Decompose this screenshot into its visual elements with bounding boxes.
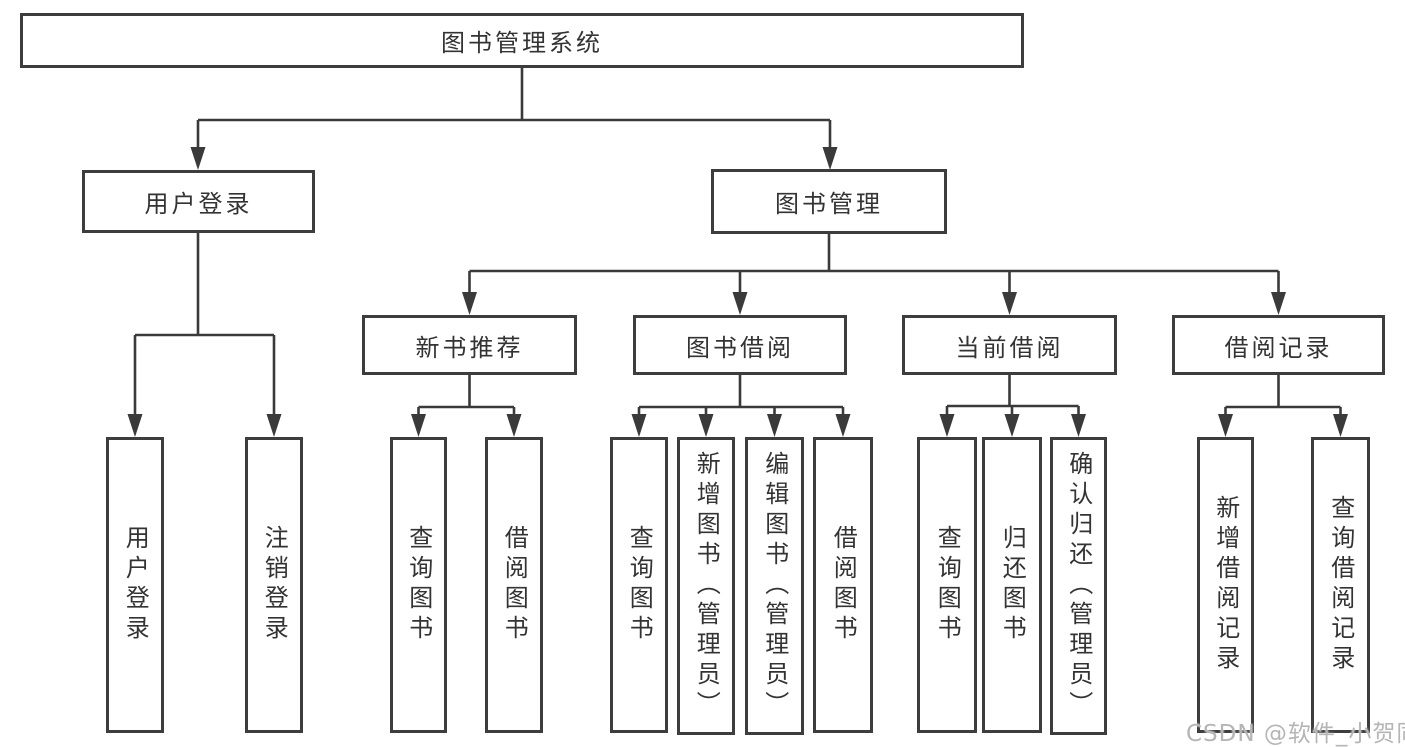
- leaf-query-borrow-record: 查询借阅记录: [1311, 437, 1370, 733]
- arrow-down-icon: [835, 414, 851, 437]
- connector-book-borrowing-children: [631, 373, 851, 437]
- leaf-return-books: 归还图书: [982, 437, 1042, 733]
- arrow-down-icon: [1218, 414, 1233, 437]
- connector-current-borrowing-children: [939, 373, 1086, 437]
- leaf-query-books-borrowing: 查询图书: [610, 437, 668, 733]
- connector-book-management-children: [462, 233, 1286, 315]
- connector-borrowing-records-children: [1218, 373, 1348, 437]
- arrow-down-icon: [732, 292, 748, 315]
- node-book-management: 图书管理: [711, 169, 947, 234]
- leaf-confirm-return-admin: 确认归还（管理员）: [1050, 437, 1107, 735]
- arrow-down-icon: [939, 414, 955, 437]
- arrow-down-icon: [698, 414, 714, 437]
- arrow-down-icon: [822, 147, 838, 170]
- node-user-login: 用户登录: [82, 170, 315, 233]
- leaf-add-borrow-record: 新增借阅记录: [1197, 437, 1254, 733]
- watermark: CSDN @软件_小贺同学: [1186, 721, 1405, 747]
- node-borrowing-records: 借阅记录: [1172, 315, 1385, 375]
- arrow-down-icon: [462, 292, 477, 315]
- leaf-borrow-books-recommend: 借阅图书: [485, 437, 543, 733]
- arrow-down-icon: [1071, 414, 1086, 437]
- arrow-down-icon: [190, 147, 206, 170]
- leaf-user-login: 用户登录: [106, 437, 164, 733]
- leaf-query-books-current: 查询图书: [917, 437, 977, 733]
- arrow-down-icon: [767, 414, 782, 437]
- arrow-down-icon: [1002, 292, 1017, 315]
- connector-new-book-children: [411, 373, 522, 437]
- arrow-down-icon: [127, 414, 143, 437]
- arrow-down-icon: [1271, 292, 1286, 315]
- node-library-management-system: 图书管理系统: [20, 13, 1024, 68]
- arrow-down-icon: [506, 414, 522, 437]
- leaf-edit-books-admin: 编辑图书（管理员）: [745, 437, 804, 735]
- leaf-query-books-recommend: 查询图书: [390, 437, 447, 733]
- arrow-down-icon: [266, 414, 282, 437]
- node-current-borrowing: 当前借阅: [902, 315, 1117, 375]
- node-book-borrowing: 图书借阅: [633, 315, 847, 375]
- leaf-add-books-admin: 新增图书（管理员）: [677, 437, 735, 735]
- arrow-down-icon: [1004, 414, 1020, 437]
- arrow-down-icon: [411, 414, 426, 437]
- node-new-book-recommend: 新书推荐: [362, 315, 577, 375]
- leaf-logout: 注销登录: [245, 437, 303, 733]
- arrow-down-icon: [631, 414, 647, 437]
- arrow-down-icon: [1333, 414, 1348, 437]
- connector-root-to-level2: [190, 66, 838, 170]
- connector-user-login-children: [127, 233, 282, 437]
- leaf-borrow-books-borrowing: 借阅图书: [813, 437, 873, 733]
